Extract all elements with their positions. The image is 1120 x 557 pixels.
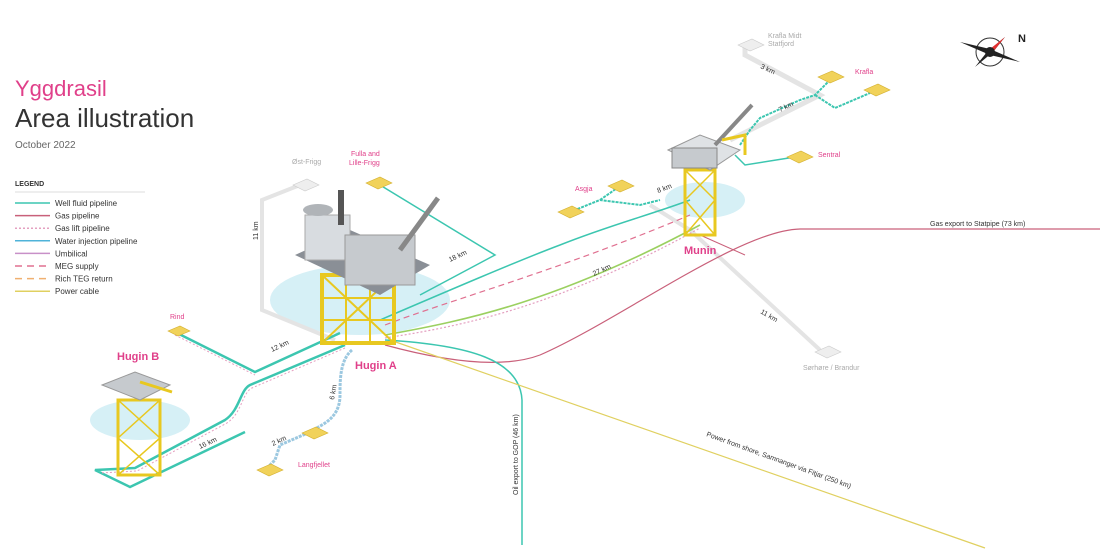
legend-item-label: MEG supply [55,262,99,271]
sentral-pipeline [734,154,796,166]
template-rind [167,325,191,337]
compass-rose-icon: N [960,33,1026,67]
label-fulla-1: Fulla and [351,151,380,158]
subsea-templates [167,70,891,477]
label-sentral: Sentral [818,152,841,159]
legend-item-label: Rich TEG return [55,275,113,284]
legend-item-label: Gas lift pipeline [55,224,110,233]
label-fulla-2: Lille-Frigg [349,160,380,167]
distance-rind: 12 km [270,339,290,353]
template-langfjellet-1 [301,426,329,440]
hugin-a-platform [295,190,441,345]
rind-pipeline [174,330,341,374]
distance-asgja: 8 km [656,183,673,195]
distance-fulla: 18 km [448,249,468,263]
hugin-a-flare [338,190,344,225]
munin-platform [666,103,754,237]
template-asgja-1 [557,205,585,219]
munin-bracing [683,169,717,236]
munin-topside [671,147,718,169]
legend-item-label: Gas pipeline [55,212,100,221]
label-sorhore: Sørhøre / Brandur [803,365,860,372]
hugin-a-bracing [321,274,395,344]
legend-item-label: Water injection pipeline [55,237,138,246]
template-langfjellet-2 [256,463,284,477]
map-subtitle: Area illustration [15,103,194,133]
label-langfjellet: Langfjellet [298,462,330,469]
distance-ost-frigg: 11 km [253,221,260,240]
legend-item-label: Power cable [55,287,100,296]
hugin-b-crane [139,380,173,394]
hugin-a-crane [397,196,441,252]
template-krafla-2 [863,83,891,97]
munin-bridge [721,133,747,155]
krafla-midt-line [728,45,826,143]
gas-export-pipeline [384,228,1100,363]
label-krafla-midt-1: Krafla Midt [768,33,802,40]
template-ost-frigg [292,178,320,192]
hugin-a-helideck [303,204,333,216]
label-krafla-midt-2: Statfjord [768,41,794,48]
label-munin: Munin [684,245,717,257]
label-hugin-b: Hugin B [117,351,159,363]
well-fluid-pipeline [379,199,691,321]
distance-langfjellet-6: 6 km [329,384,339,400]
template-krafla-1 [817,70,845,84]
template-krafla-midt [737,38,765,52]
langfjellet-pipeline [263,348,354,472]
umbilical-bundle [384,224,701,336]
label-gas-export: Gas export to Statpipe (73 km) [930,221,1025,228]
hugin-b-gas-lift [99,347,346,474]
distance-munin: 27 km [592,263,612,277]
label-oil-export: Oil export to GOP (46 km) [513,414,520,495]
ost-frigg-line [260,183,336,342]
hugin-b-deck [100,371,172,401]
krafla-pipeline [739,79,871,146]
compass-north-label: N [1018,33,1026,45]
meg-supply-line [384,214,691,326]
map-date: October 2022 [15,140,76,151]
template-sentral [786,150,814,164]
munin-jacket [683,168,717,237]
label-asgja: Asgja [575,186,593,193]
label-ost-frigg: Øst-Frigg [292,159,321,166]
legend-item-label: Umbilical [55,249,88,258]
gas-lift-pipeline [384,227,701,339]
template-fulla [365,176,393,190]
label-rind: Rind [170,314,185,321]
label-hugin-a: Hugin A [355,360,397,372]
power-cable [389,339,986,549]
template-sorhore [814,345,842,359]
label-krafla: Krafla [855,69,873,76]
oil-export-pipeline [384,339,523,545]
label-power-cable: Power from shore, Samnanger via Fitjar (… [705,431,851,490]
rind-gas-lift [174,334,256,376]
hugin-b-pipeline [94,343,346,489]
munin-gas-link [699,234,746,256]
hugin-b-bracing [116,399,162,476]
legend-heading: LEGEND [15,181,44,188]
munin-crane [713,103,754,147]
map-title: Yggdrasil [15,76,107,101]
sorhore-line [648,203,822,352]
distance-krafla-midt: 3 km [759,63,776,76]
fulla-pipeline [379,184,497,296]
hugin-b-platform [100,371,173,477]
legend-item-label: Well fluid pipeline [55,199,118,208]
template-asgja-2 [607,179,635,193]
